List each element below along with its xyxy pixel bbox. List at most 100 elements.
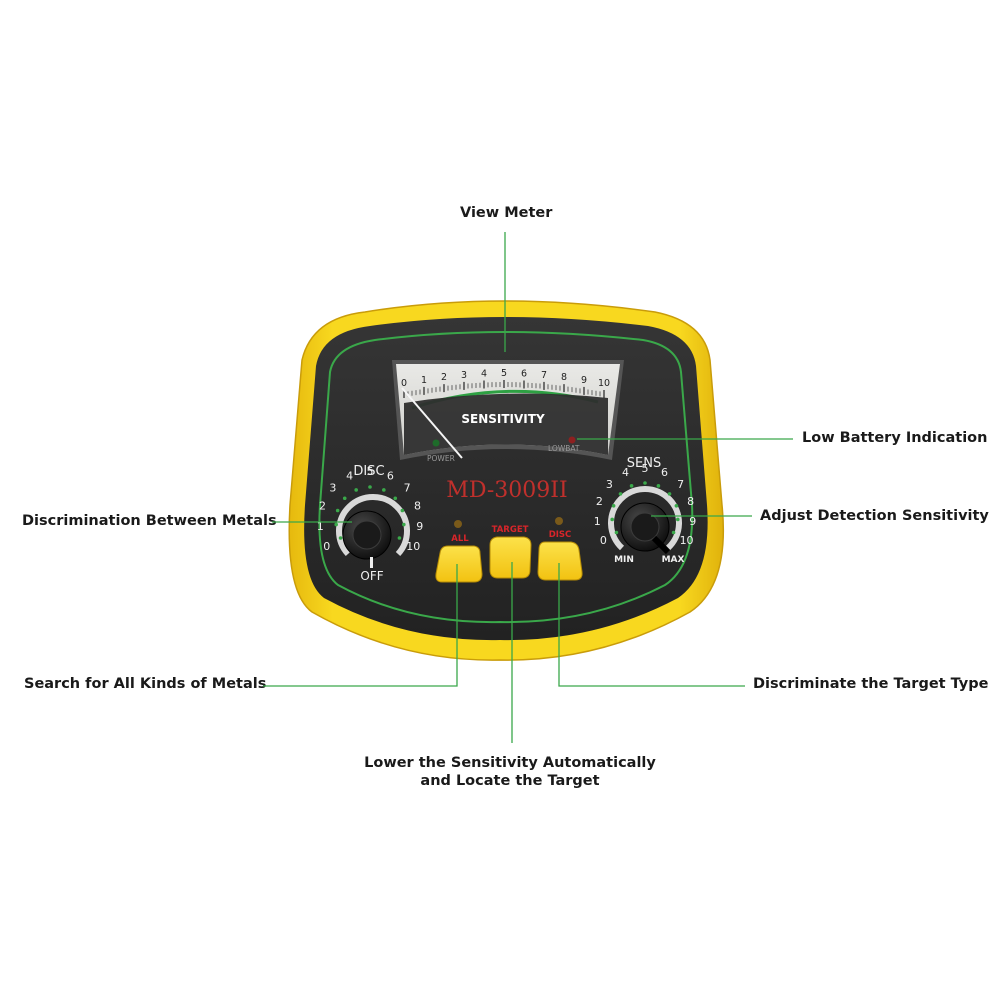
dial-scale-label: 1	[317, 520, 324, 533]
dial-dot	[393, 496, 398, 501]
dial-dot	[676, 517, 680, 522]
meter-scale-label: 2	[441, 372, 447, 383]
low-battery-led	[568, 436, 576, 444]
all-led	[454, 520, 462, 528]
callout-search-all: Search for All Kinds of Metals	[24, 676, 267, 692]
panel-trim	[318, 331, 694, 624]
dial-dot	[611, 504, 616, 508]
meter-ticks	[403, 380, 605, 398]
dial-scale-label: 5	[642, 462, 649, 475]
disc-button-label: DISC	[549, 530, 572, 540]
meter-scale-label: 9	[581, 375, 587, 386]
dial-scale-label: 7	[404, 482, 411, 495]
dial-scale-label: 4	[346, 469, 353, 482]
sens-knob-pointer	[651, 535, 671, 555]
dial-dot	[400, 508, 405, 513]
sens-min-label: MIN	[614, 555, 634, 565]
dial-dot	[656, 484, 661, 488]
callout-lower-sensitivity: Lower the Sensitivity Automatically and …	[360, 755, 660, 789]
dial-scale-label: 3	[606, 478, 613, 491]
leader-lines	[263, 232, 793, 743]
target-button[interactable]	[489, 536, 532, 579]
callout-lower-sensitivity-line2: and Locate the Target	[420, 773, 600, 789]
sens-dial-dots	[610, 481, 680, 535]
all-button[interactable]	[435, 545, 483, 583]
dial-dot	[342, 496, 347, 501]
dial-scale-label: 10	[680, 534, 694, 547]
leader-discriminate-target	[558, 563, 745, 687]
meter-scale-label: 1	[421, 375, 427, 386]
dial-scale-label: 9	[416, 520, 423, 533]
dial-dot	[610, 517, 614, 522]
dial-scale-label: 0	[600, 534, 607, 547]
sens-max-label: MAX	[662, 555, 685, 565]
disc-button[interactable]	[537, 541, 583, 581]
dial-scale-label: 9	[689, 515, 696, 528]
power-label: POWER	[427, 454, 455, 463]
dial-dot	[667, 492, 672, 496]
dial-dot	[338, 536, 343, 540]
dial-dot	[618, 492, 623, 496]
dial-dot	[397, 536, 402, 540]
dial-dot	[674, 504, 679, 508]
lowbat-label: LOWBAT	[548, 444, 580, 453]
disc-dial-dots	[334, 485, 406, 540]
disc-led	[555, 517, 563, 525]
dial-dot	[354, 488, 358, 492]
callout-view-meter: View Meter	[460, 205, 553, 221]
meter-scale-label: 0	[401, 378, 407, 389]
dial-scale-label: 6	[661, 466, 668, 479]
meter-needle	[401, 387, 463, 459]
dial-dot	[402, 522, 406, 527]
callout-low-battery: Low Battery Indication	[802, 430, 988, 446]
dial-scale-label: 5	[367, 465, 374, 478]
disc-dial-ring	[336, 494, 410, 557]
callout-discrimination: Discrimination Between Metals	[22, 513, 277, 529]
dial-scale-label: 3	[329, 482, 336, 495]
dial-dot	[334, 522, 338, 527]
dial-scale-label: 1	[594, 515, 601, 528]
meter-scale-label: 8	[561, 372, 567, 383]
meter-scale-label: 6	[521, 368, 527, 379]
dial-scale-label: 2	[596, 495, 603, 508]
meter-scale-label: 4	[481, 368, 487, 379]
dial-scale-label: 8	[414, 500, 421, 513]
target-button-label: TARGET	[492, 525, 529, 535]
callout-adjust-sensitivity: Adjust Detection Sensitivity	[760, 508, 989, 524]
meter-label: SENSITIVITY	[461, 412, 545, 426]
dial-scale-label: 2	[319, 500, 326, 513]
power-led	[432, 439, 440, 447]
dial-scale-label: 6	[387, 469, 394, 482]
dial-scale-label: 8	[687, 495, 694, 508]
dial-scale-label: 10	[406, 540, 420, 553]
dial-scale-label: 7	[677, 478, 684, 491]
model-name: MD-3009II	[446, 478, 567, 503]
meter-scale-label: 3	[461, 370, 467, 381]
meter-scale-label: 10	[598, 378, 610, 389]
meter-scale-label: 7	[541, 370, 547, 381]
sens-knob-cap	[630, 512, 660, 542]
dial-dot	[629, 484, 634, 488]
disc-off-marker	[370, 557, 373, 568]
sens-dial-ring	[608, 485, 682, 551]
dial-dot	[643, 481, 647, 485]
dial-scale-label: 0	[323, 540, 330, 553]
disc-knob-title: DISC	[353, 464, 384, 479]
disc-off-label: OFF	[360, 569, 383, 583]
callout-lower-sensitivity-line1: Lower the Sensitivity Automatically	[364, 755, 656, 771]
dial-dot	[382, 488, 386, 492]
callout-discriminate-target: Discriminate the Target Type	[753, 676, 989, 692]
dial-dot	[614, 530, 619, 535]
dial-scale-label: 4	[622, 466, 629, 479]
dial-dot	[335, 508, 340, 513]
disc-knob-cap	[352, 520, 382, 550]
sens-knob-title: SENS	[627, 456, 661, 471]
dial-dot	[368, 485, 372, 489]
